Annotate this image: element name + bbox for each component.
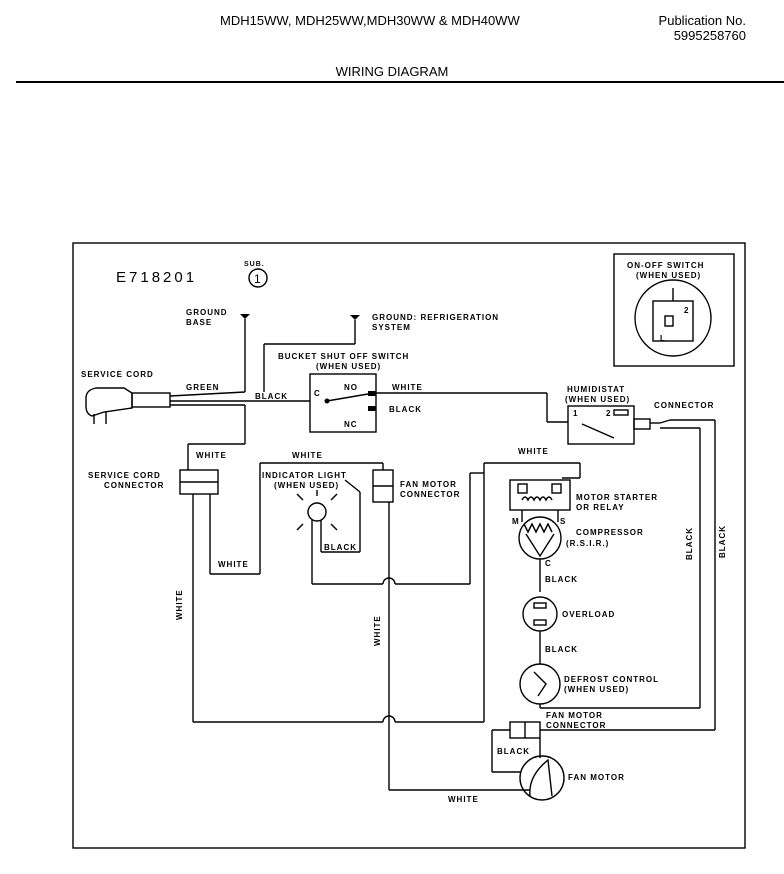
onoff-switch-label-2: (WHEN USED) bbox=[636, 271, 701, 280]
ground-refrigeration-symbol bbox=[350, 315, 360, 320]
wire-white-label-3: WHITE bbox=[292, 451, 323, 460]
humidistat-label: HUMIDISTAT bbox=[567, 385, 625, 394]
wire-white-label-left: WHITE bbox=[175, 589, 184, 620]
wire-white-label-1: WHITE bbox=[196, 451, 227, 460]
compressor-label-2: (R.S.I.R.) bbox=[566, 539, 609, 548]
overload bbox=[522, 596, 558, 632]
indicator-light-label-2: (WHEN USED) bbox=[274, 481, 339, 490]
humidistat-label-2: (WHEN USED) bbox=[565, 395, 630, 404]
motor-starter-relay bbox=[509, 479, 571, 511]
bucket-switch-c: C bbox=[314, 389, 321, 398]
wire-black-label-overload: BLACK bbox=[545, 645, 578, 654]
fan-motor-connector-bottom-label: FAN MOTOR bbox=[546, 711, 603, 720]
publication-label: Publication No. bbox=[658, 13, 746, 28]
sub-circle bbox=[248, 268, 268, 288]
onoff-switch-box bbox=[613, 253, 735, 367]
wire-white-label-4: WHITE bbox=[518, 447, 549, 456]
fan-motor-connector-label: FAN MOTOR bbox=[400, 480, 457, 489]
bucket-switch-nc: NC bbox=[344, 420, 358, 429]
bucket-switch-label-2: (WHEN USED) bbox=[316, 362, 381, 371]
ground-base-symbol bbox=[240, 314, 250, 319]
fan-motor-label: FAN MOTOR bbox=[568, 773, 625, 782]
compressor-terminal-m: M bbox=[512, 517, 520, 526]
service-cord-plug bbox=[85, 387, 133, 417]
overload-label: OVERLOAD bbox=[562, 610, 615, 619]
publication-value: 5995258760 bbox=[673, 28, 746, 43]
fan-motor bbox=[519, 755, 565, 801]
bucket-switch-no: NO bbox=[344, 383, 358, 392]
indicator-light-label: INDICATOR LIGHT bbox=[262, 471, 347, 480]
motor-starter-label: MOTOR STARTER bbox=[576, 493, 658, 502]
sub-label: SUB. bbox=[244, 261, 265, 268]
diagram-frame bbox=[72, 242, 746, 849]
fan-motor-connector-label-2: CONNECTOR bbox=[400, 490, 460, 499]
ground-refrigeration-label: GROUND: REFRIGERATION bbox=[372, 313, 499, 322]
onoff-switch-dial bbox=[634, 279, 712, 357]
indicator-light bbox=[307, 502, 327, 522]
wire-black-label-comp: BLACK bbox=[545, 575, 578, 584]
onoff-switch-knob bbox=[664, 315, 674, 327]
wire-white-label-switch: WHITE bbox=[392, 383, 423, 392]
service-cord-connector-label-2: CONNECTOR bbox=[104, 481, 164, 490]
onoff-terminal-l: L bbox=[660, 334, 666, 343]
humidistat-t2: 2 bbox=[606, 409, 611, 418]
wire-black-label-indicator: BLACK bbox=[324, 543, 357, 552]
defrost-control-label-2: (WHEN USED) bbox=[564, 685, 629, 694]
ground-refrigeration-label-2: SYSTEM bbox=[372, 323, 411, 332]
model-list: MDH15WW, MDH25WW,MDH30WW & MDH40WW bbox=[220, 13, 520, 28]
compressor-terminal-c: C bbox=[545, 559, 552, 568]
compressor-terminal-s: S bbox=[560, 517, 566, 526]
wire-black-label-fan: BLACK bbox=[497, 747, 530, 756]
defrost-control bbox=[519, 663, 561, 705]
wire-black-label-switch: BLACK bbox=[389, 405, 422, 414]
service-cord-connector-label: SERVICE CORD bbox=[88, 471, 161, 480]
fan-motor-connector-bottom-label-2: CONNECTOR bbox=[546, 721, 606, 730]
wire-black-label-cord: BLACK bbox=[255, 392, 288, 401]
sub-number: 1 bbox=[254, 272, 261, 286]
humidistat-connector bbox=[633, 418, 651, 430]
humidistat-t1: 1 bbox=[573, 409, 578, 418]
wire-white-label-center: WHITE bbox=[373, 615, 382, 646]
compressor-label: COMPRESSOR bbox=[576, 528, 644, 537]
wire-green-label: GREEN bbox=[186, 383, 219, 392]
onoff-switch-label: ON-OFF SWITCH bbox=[627, 261, 704, 270]
header-rule bbox=[16, 81, 784, 83]
defrost-control-label: DEFROST CONTROL bbox=[564, 675, 659, 684]
service-cord-label: SERVICE CORD bbox=[81, 370, 154, 379]
diagram-code: E718201 bbox=[116, 269, 197, 286]
bucket-shut-off-switch bbox=[309, 373, 377, 433]
wire-white-label-2: WHITE bbox=[218, 560, 249, 569]
ground-base-label-2: BASE bbox=[186, 318, 212, 327]
wire-black-label-right-1: BLACK bbox=[685, 527, 694, 560]
page-title: WIRING DIAGRAM bbox=[335, 64, 449, 79]
wire-white-label-bottom: WHITE bbox=[448, 795, 479, 804]
motor-starter-label-2: OR RELAY bbox=[576, 503, 625, 512]
connector-label: CONNECTOR bbox=[654, 401, 714, 410]
bucket-switch-label: BUCKET SHUT OFF SWITCH bbox=[278, 352, 409, 361]
onoff-terminal-2: 2 bbox=[684, 306, 689, 315]
ground-base-label: GROUND bbox=[186, 308, 228, 317]
publication-number: Publication No. 5995258760 bbox=[659, 13, 746, 43]
service-cord-cable bbox=[131, 392, 171, 408]
wire-black-label-right-2: BLACK bbox=[718, 525, 727, 558]
